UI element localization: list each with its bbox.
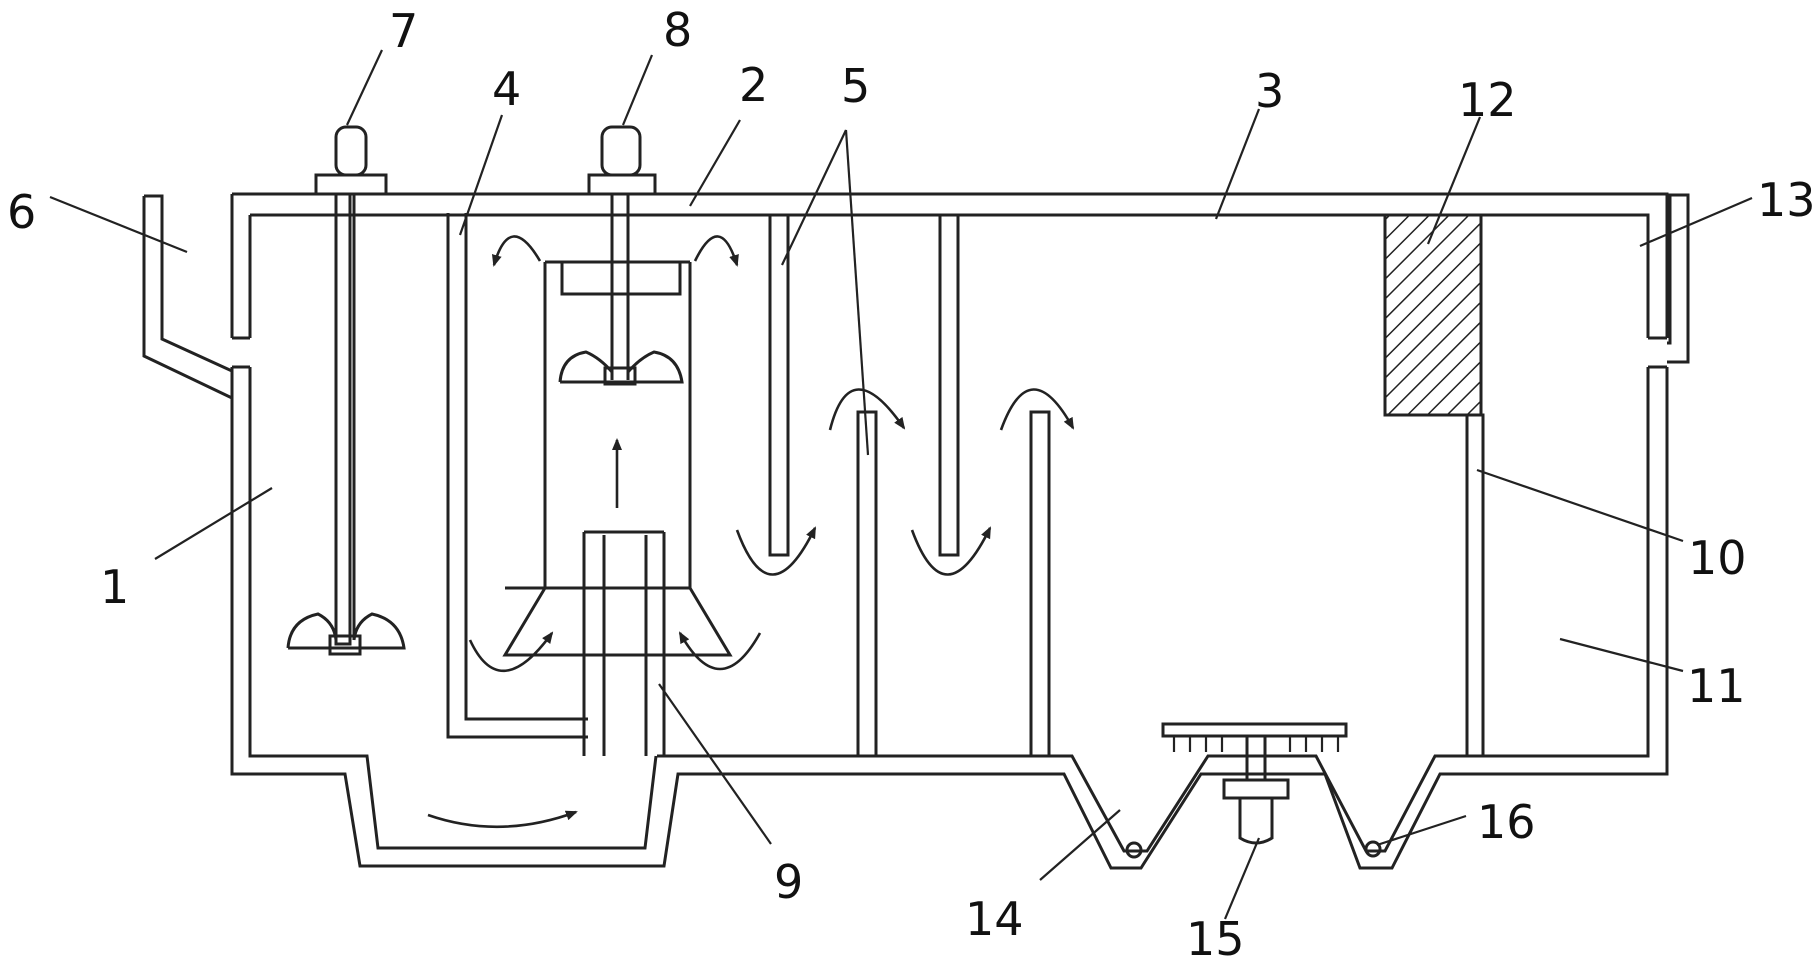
label-9: 9 [774,855,803,909]
mixer-motor-center [558,125,684,386]
baffle-5c [938,213,960,557]
reaction-cylinder [502,260,733,657]
label-5: 5 [841,59,870,113]
filter-block [1383,213,1483,417]
tank-outer-wall [230,192,1669,870]
label-13: 13 [1757,173,1816,227]
label-3: 3 [1255,64,1284,118]
label-6: 6 [7,185,36,239]
outlet-pipe [1667,193,1690,364]
label-1: 1 [100,560,129,614]
tank-inner-wall [248,213,1650,853]
mixer-motor-left [286,125,406,656]
baffle-5a [768,213,790,557]
label-10: 10 [1688,531,1747,585]
label-16: 16 [1477,795,1536,849]
draft-tube [582,530,666,756]
label-4: 4 [492,62,521,116]
flow-arrows [427,235,1075,829]
label-8: 8 [663,3,692,57]
baffle-4 [446,213,588,739]
label-14: 14 [965,892,1024,946]
label-11: 11 [1687,659,1746,713]
baffle-5b [856,410,878,758]
label-12: 12 [1458,73,1517,127]
leader-lines [49,49,1753,920]
label-2: 2 [739,58,768,112]
sludge-outlet-left [1125,841,1143,859]
label-15: 15 [1186,912,1245,966]
partition-plate [1465,413,1485,758]
baffle-5d [1029,410,1051,758]
inlet-pipe [142,194,233,400]
sludge-scraper [1161,722,1348,845]
label-7: 7 [389,4,418,58]
sludge-outlet-right [1364,840,1382,858]
